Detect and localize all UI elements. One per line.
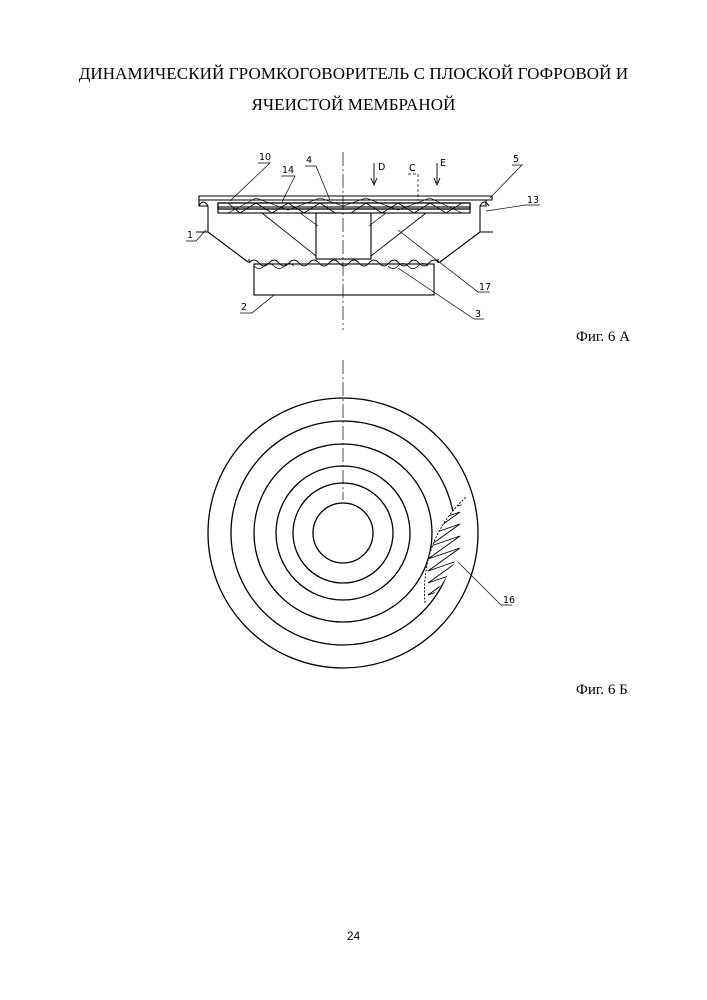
figure-6b-labels: 16 [503, 595, 515, 606]
figure-6b-drawing [208, 360, 512, 668]
caption-figure-6a: Фиг. 6 А [576, 329, 630, 346]
figure-6a-drawing [186, 152, 540, 330]
voice-coil [316, 213, 371, 259]
surround-right [480, 202, 489, 206]
leader-5 [490, 165, 522, 198]
label-13: 13 [527, 195, 539, 206]
basket-right [440, 232, 480, 262]
frame-left-wall [196, 200, 208, 232]
spider-corrugation [249, 260, 439, 266]
center-hub [313, 503, 373, 563]
cone-left-2 [300, 213, 318, 226]
cone-left [262, 213, 316, 256]
leader-4 [305, 166, 330, 200]
basket-left [208, 232, 248, 262]
leader-3 [398, 268, 484, 319]
label-1: 1 [187, 230, 193, 241]
ring-4 [276, 466, 410, 600]
label-10: 10 [259, 152, 271, 163]
surround-left [199, 202, 208, 206]
membrane-cells [228, 203, 462, 213]
magnet-system [254, 264, 434, 295]
membrane-top-plate [218, 203, 470, 209]
label-e: E [440, 158, 446, 169]
membrane-bottom-plate [218, 207, 470, 213]
caption-figure-6b: Фиг. 6 Б [576, 682, 628, 699]
page-number: 24 [0, 929, 707, 943]
leader-10 [230, 163, 270, 201]
cone-right [371, 213, 426, 256]
label-2: 2 [241, 302, 247, 313]
label-c: C [409, 163, 416, 174]
frame-flange [199, 196, 492, 200]
leader-14 [281, 176, 295, 202]
frame-right-wall [480, 200, 493, 232]
cutaway-cells [410, 490, 480, 610]
label-14: 14 [282, 165, 294, 176]
label-5: 5 [513, 154, 519, 165]
label-3: 3 [475, 309, 481, 320]
label-4: 4 [306, 155, 312, 166]
label-17: 17 [479, 282, 491, 293]
label-16: 16 [503, 595, 515, 606]
label-d: D [378, 162, 385, 173]
